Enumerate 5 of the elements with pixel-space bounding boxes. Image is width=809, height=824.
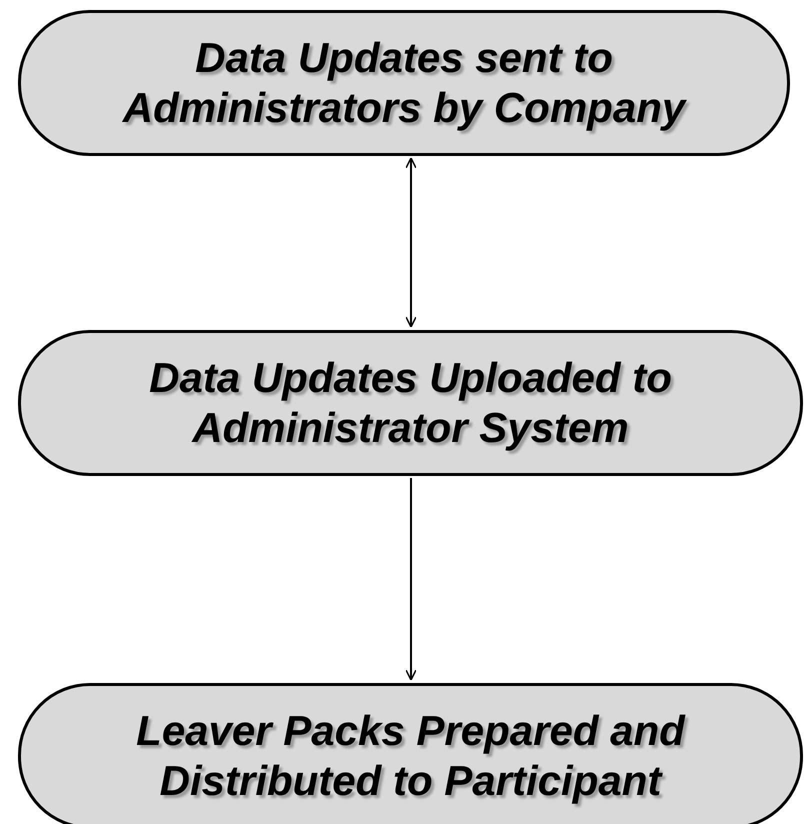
arrow bbox=[405, 157, 417, 328]
arrow bbox=[405, 478, 417, 681]
box-label: Data Updates Uploaded to Administrator System bbox=[148, 353, 673, 453]
box-label: Data Updates sent to Administrators by Company bbox=[121, 33, 688, 133]
box-label: Leaver Packs Prepared and Distributed to Participant bbox=[135, 706, 686, 806]
